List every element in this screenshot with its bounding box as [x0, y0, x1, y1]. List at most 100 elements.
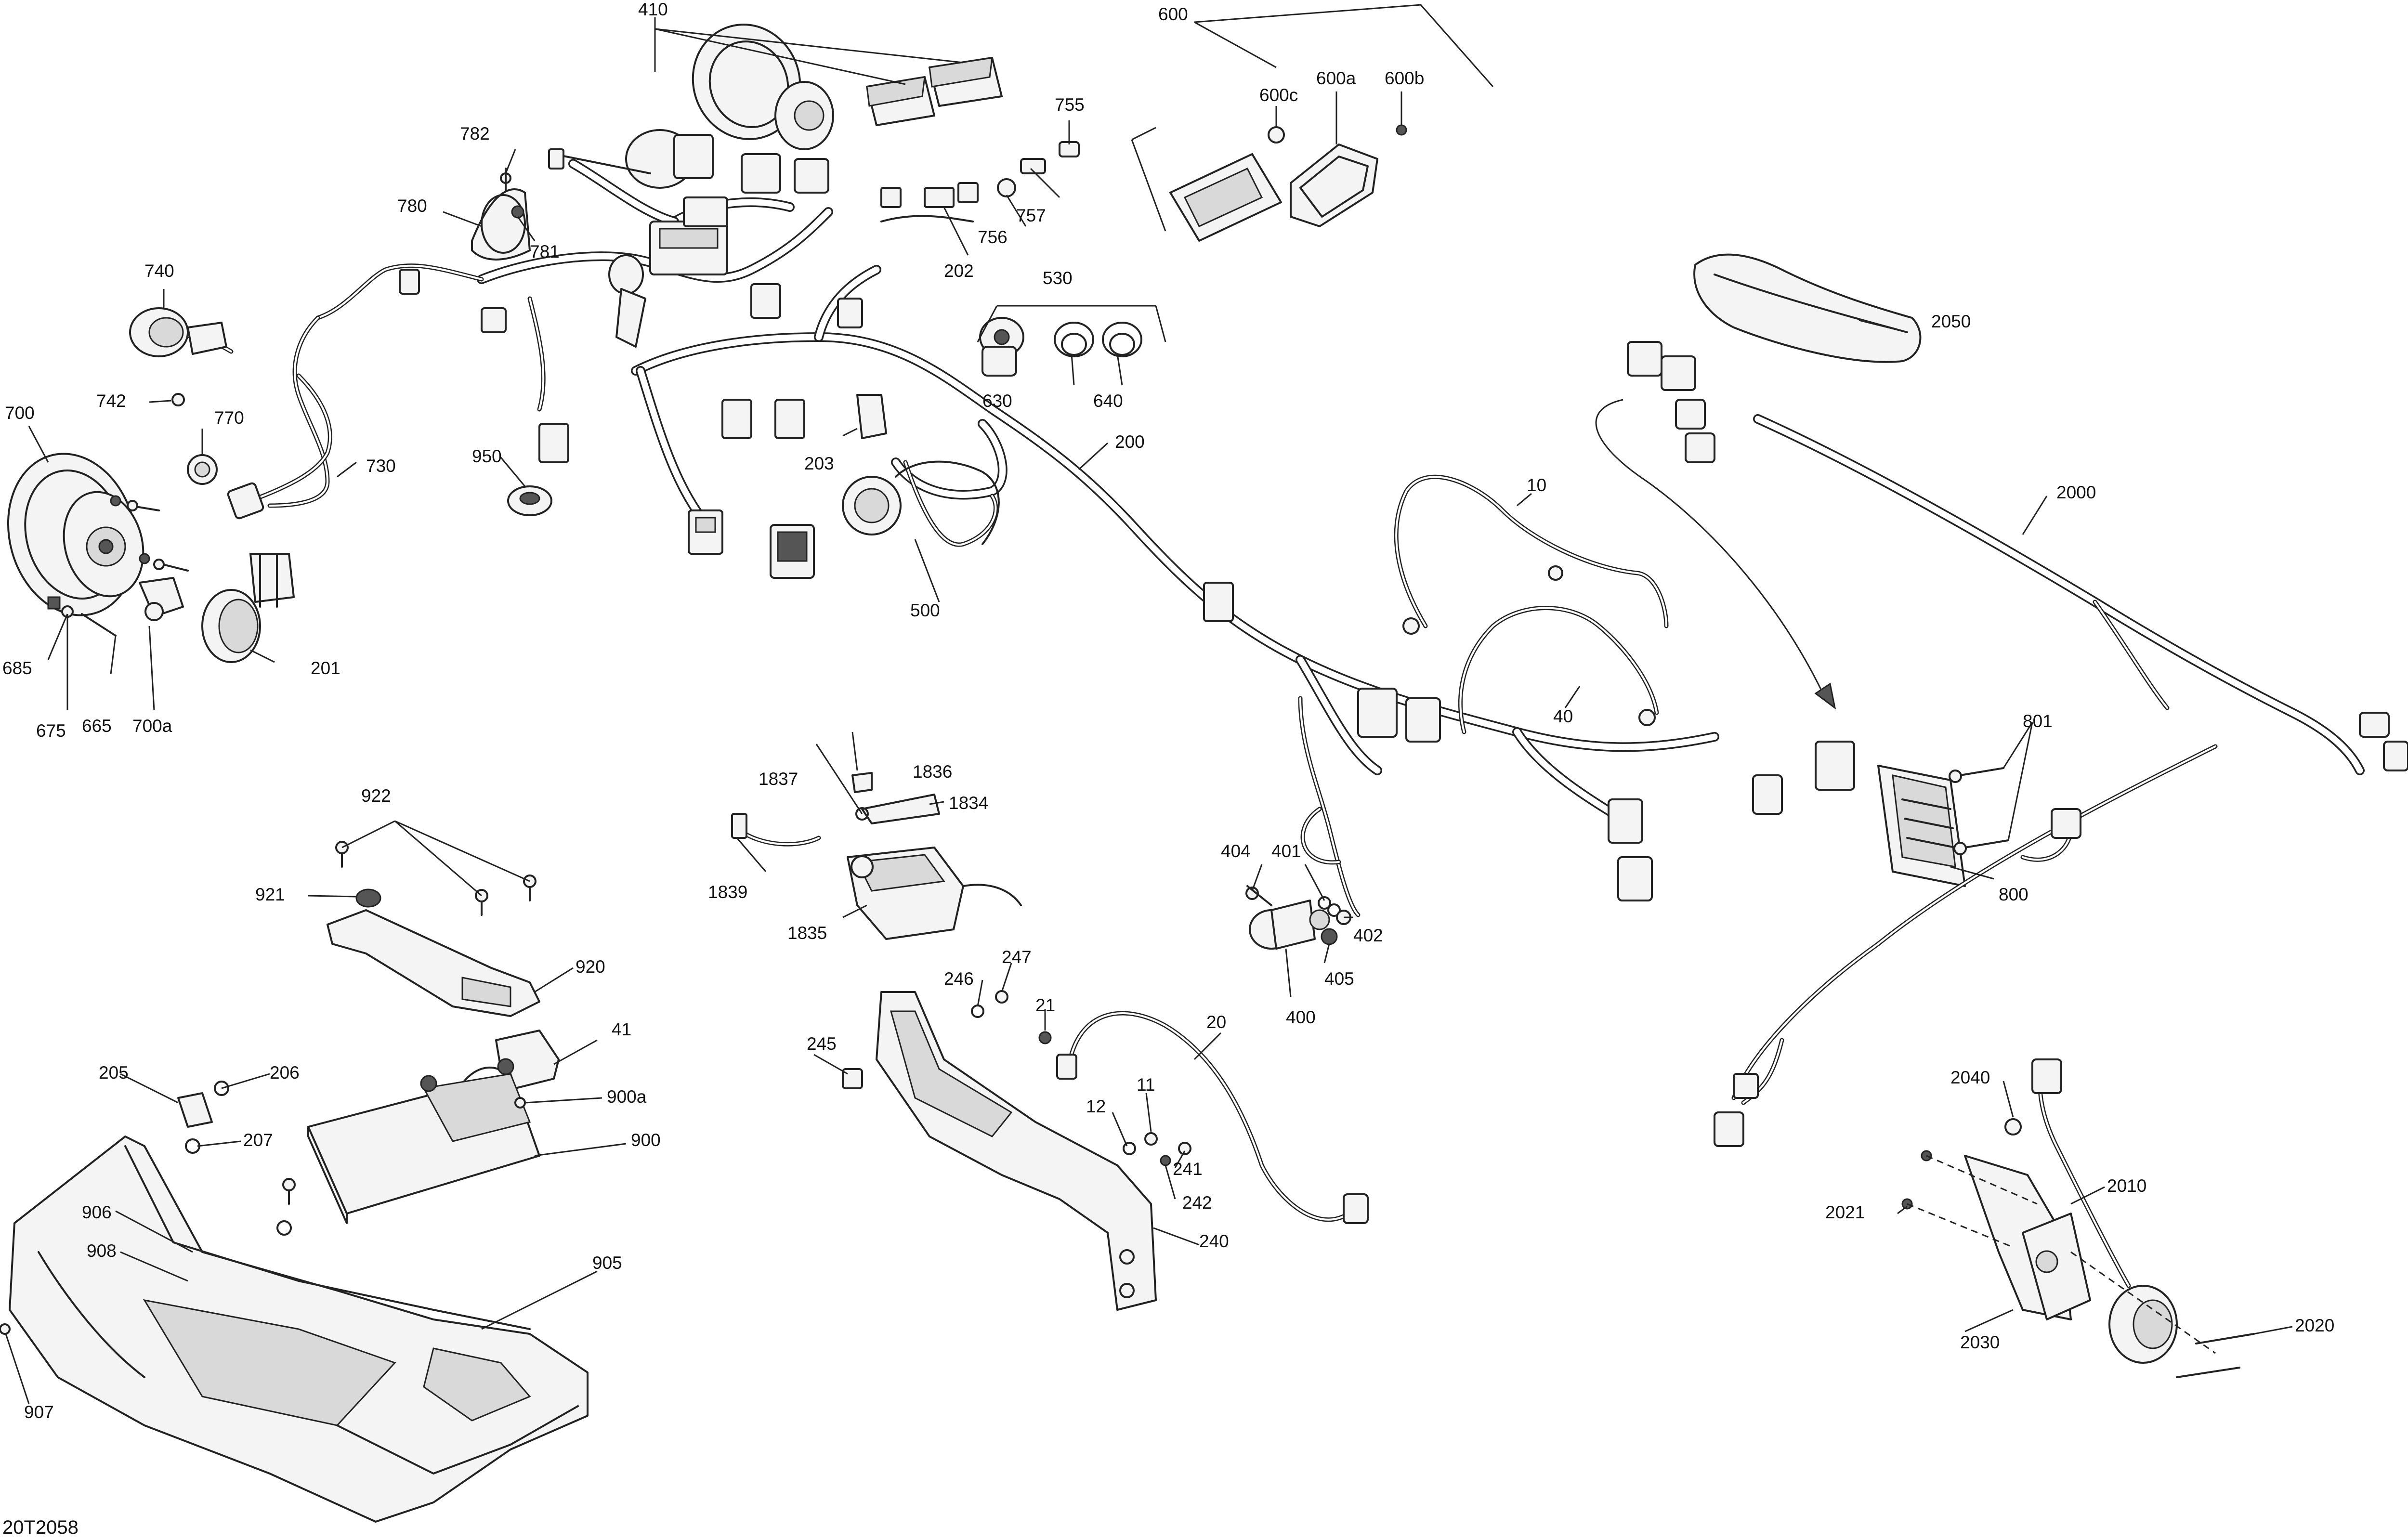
ecu-connector-600 — [1169, 124, 1407, 242]
callout-21: 21 — [1035, 995, 1055, 1015]
callout-950: 950 — [472, 446, 502, 466]
callout-2030: 2030 — [1960, 1332, 2000, 1352]
battery-bracket-920 — [327, 909, 540, 1017]
callout-600a: 600a — [1316, 68, 1356, 88]
callout-900a: 900a — [607, 1087, 647, 1107]
callout-640: 640 — [1093, 391, 1123, 411]
callout-675: 675 — [36, 721, 66, 741]
callout-700: 700 — [5, 403, 35, 423]
sensor-assembly-1835 — [847, 847, 1022, 940]
fuse-757 — [1020, 158, 1046, 174]
cable-40 — [1458, 606, 1659, 734]
callout-2010: 2010 — [2107, 1176, 2146, 1196]
auxiliary-light — [201, 553, 295, 663]
callout-900: 900 — [631, 1130, 661, 1150]
callout-921: 921 — [255, 885, 285, 904]
power-socket-950 — [507, 485, 552, 516]
callout-630: 630 — [982, 391, 1012, 411]
callout-labels: 410 600 600c 600a 600b 755 757 756 202 5… — [2, 0, 2334, 1422]
harness-branch-wires — [161, 263, 1361, 917]
cable-20 — [1056, 1011, 1369, 1224]
plate-1834 — [851, 772, 940, 824]
callout-700a: 700a — [132, 716, 172, 736]
relay-pair-410 — [866, 57, 1003, 126]
regulator-screws-801 — [1949, 767, 2009, 855]
callout-740: 740 — [144, 261, 174, 281]
callout-241: 241 — [1173, 1159, 1203, 1179]
horn-2010 — [2031, 1058, 2178, 1364]
ignition-switch-530 — [979, 317, 1024, 377]
fuse-756 — [997, 178, 1016, 197]
callout-1834: 1834 — [949, 793, 988, 813]
callout-600b: 600b — [1385, 68, 1424, 88]
wire-lead-730 — [227, 373, 332, 520]
secondary-harness-2000 — [1627, 341, 2408, 1147]
callout-755: 755 — [1055, 95, 1085, 115]
callout-685: 685 — [2, 658, 32, 678]
callout-240: 240 — [1199, 1231, 1229, 1251]
callout-757: 757 — [1016, 206, 1046, 225]
callout-2021: 2021 — [1825, 1202, 1865, 1222]
cable-10 — [1394, 474, 1669, 635]
mounting-bracket-240 — [876, 991, 1157, 1311]
callout-12: 12 — [1086, 1096, 1106, 1116]
fuse-holder-202 — [880, 182, 979, 222]
bracket-fasteners-922 — [335, 841, 537, 916]
callout-905: 905 — [592, 1253, 622, 1273]
battery-tray-905 — [9, 1135, 589, 1523]
callout-1835: 1835 — [787, 923, 827, 943]
callout-600c: 600c — [1259, 85, 1298, 105]
horn-fasteners — [1901, 1118, 2255, 1378]
callout-2000: 2000 — [2056, 483, 2096, 502]
callout-41: 41 — [612, 1019, 631, 1039]
light-740 — [129, 307, 227, 406]
callout-11: 11 — [1137, 1075, 1155, 1095]
callout-2050: 2050 — [1931, 312, 1971, 331]
callout-40: 40 — [1553, 706, 1573, 726]
callout-770: 770 — [214, 408, 244, 428]
clip-203 — [856, 394, 887, 439]
callout-242: 242 — [1182, 1193, 1212, 1213]
callout-405: 405 — [1324, 969, 1354, 989]
callout-2020: 2020 — [2295, 1316, 2334, 1335]
switch-500 — [842, 460, 1000, 545]
callout-205: 205 — [99, 1063, 129, 1083]
retaining-ring-640 — [1102, 322, 1142, 357]
callout-922: 922 — [361, 786, 391, 806]
callout-1836: 1836 — [913, 762, 952, 782]
callout-203: 203 — [804, 454, 834, 473]
callout-246: 246 — [944, 969, 974, 989]
mounting-bracket-780 — [471, 168, 531, 261]
callout-781: 781 — [530, 242, 560, 261]
callout-600: 600 — [1158, 4, 1188, 24]
voltage-regulator-800 — [1877, 765, 1966, 887]
retaining-ring-630 — [1054, 322, 1094, 357]
callout-402: 402 — [1353, 926, 1383, 945]
callout-907: 907 — [24, 1402, 54, 1422]
callout-800: 800 — [1999, 885, 2028, 904]
callout-202: 202 — [944, 261, 974, 281]
callout-2040: 2040 — [1950, 1068, 1990, 1087]
callout-742: 742 — [96, 391, 126, 411]
callout-404: 404 — [1221, 841, 1251, 861]
callout-10: 10 — [1527, 475, 1546, 495]
upper-lamp-cluster — [548, 24, 834, 348]
callout-665: 665 — [82, 716, 112, 736]
starter-solenoid-400 — [1245, 885, 1330, 950]
callout-201: 201 — [311, 658, 340, 678]
callout-1837: 1837 — [759, 769, 798, 789]
callout-780: 780 — [397, 196, 427, 216]
battery-900 — [307, 1058, 540, 1224]
callout-400: 400 — [1286, 1007, 1316, 1027]
callout-782: 782 — [460, 124, 490, 144]
callout-920: 920 — [576, 957, 605, 977]
callout-1839: 1839 — [708, 882, 747, 902]
horn-bracket-2030 — [1964, 1155, 2091, 1320]
callout-500: 500 — [910, 600, 940, 620]
callout-20: 20 — [1206, 1012, 1226, 1032]
callout-leaders — [5, 4, 2293, 1404]
routing-arrow — [1595, 399, 1836, 710]
callout-401: 401 — [1271, 841, 1301, 861]
callout-908: 908 — [87, 1241, 117, 1261]
